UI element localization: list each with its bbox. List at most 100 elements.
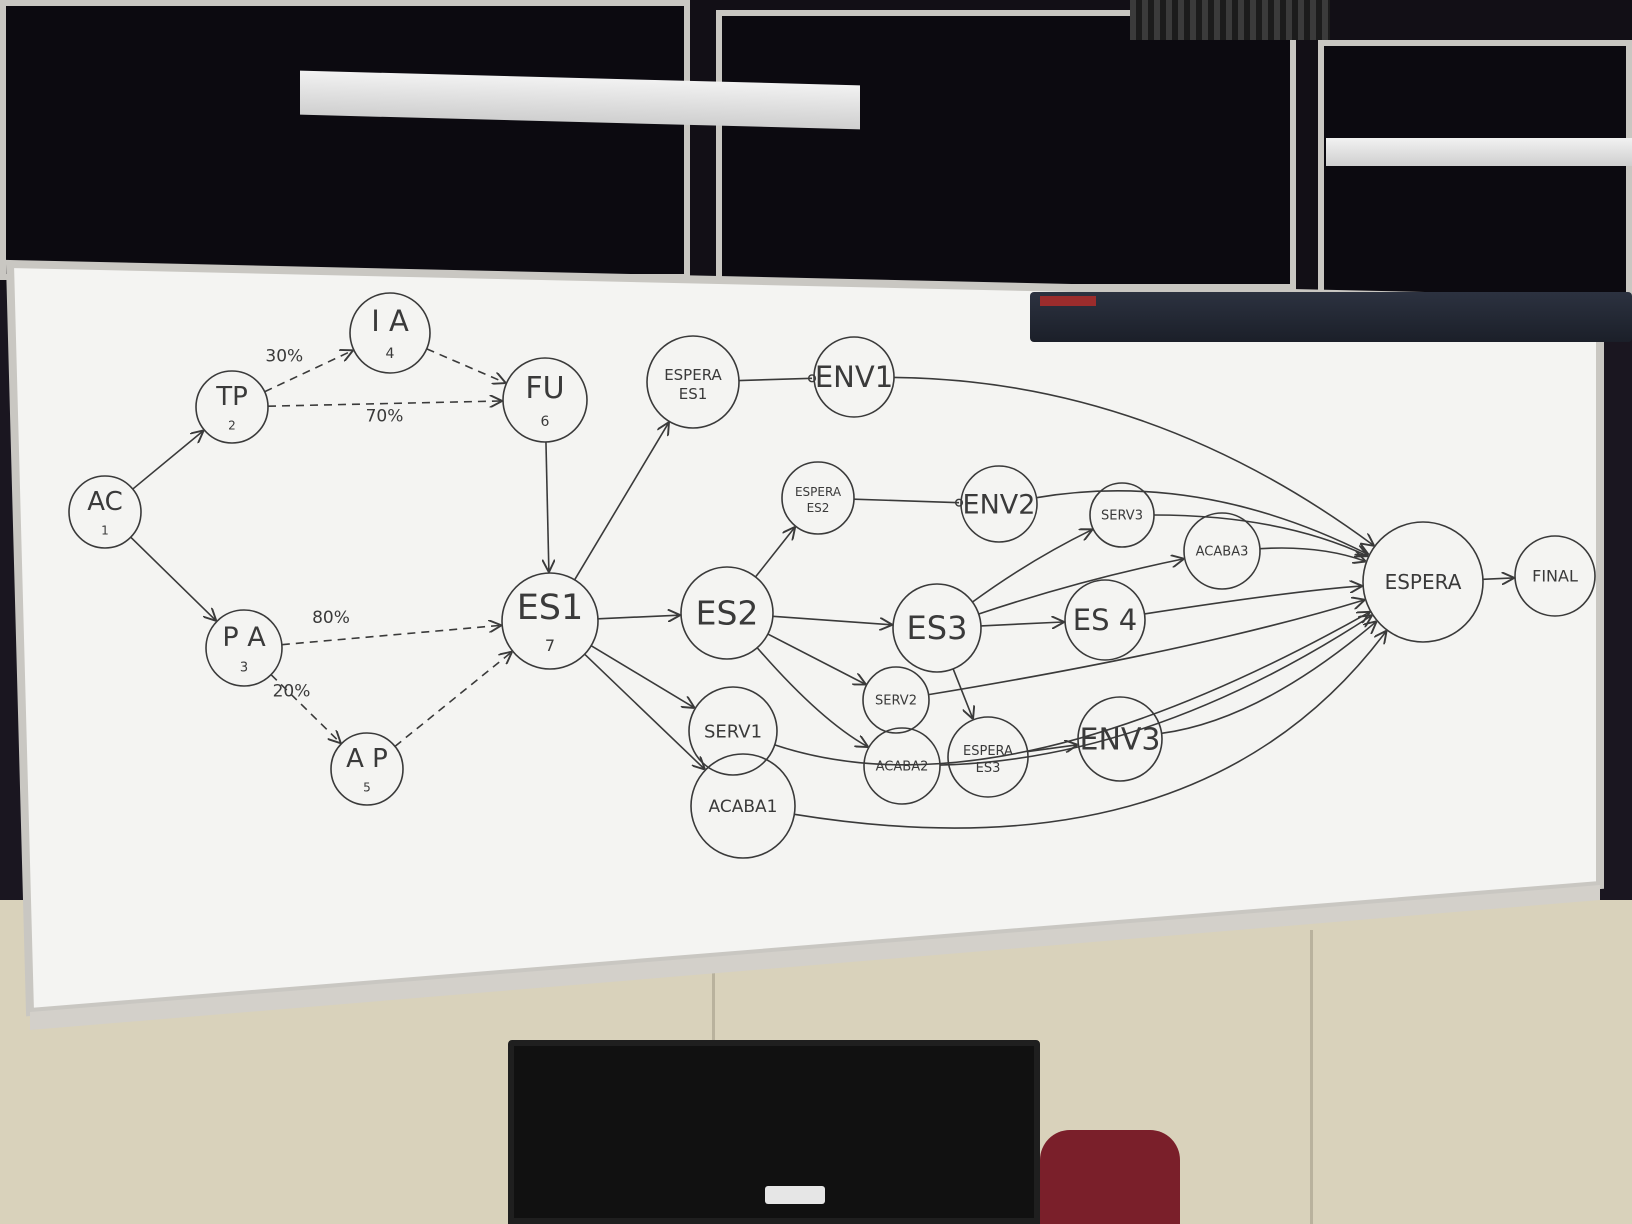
window-right: [1318, 40, 1632, 298]
node-label: ESPERA: [963, 744, 1013, 759]
edge-pa-ap: [270, 674, 340, 743]
node-circle: [1362, 521, 1484, 643]
node-circle: [862, 666, 930, 734]
node-env2: ENV2: [960, 465, 1038, 543]
node-circle: [1077, 696, 1163, 782]
node-label: ES 4: [1073, 603, 1137, 637]
edge-es3-serv3: [972, 530, 1092, 603]
edge-eesp1-env1: [738, 374, 817, 383]
node-label: ES2: [696, 594, 759, 633]
edge-acaba2-espera: [939, 616, 1371, 766]
node-label: AC: [87, 487, 122, 517]
node-label: ESPERA: [664, 366, 722, 384]
node-final: FINAL: [1514, 535, 1596, 617]
edge-env2-espera: [1036, 490, 1367, 554]
node-circle: [205, 609, 283, 687]
node-label: ES1: [517, 588, 584, 628]
whiteboard-tray: [30, 885, 1600, 1030]
edge-es4-espera: [1144, 586, 1362, 615]
edge-ac-tp: [132, 431, 203, 490]
node-label: SERV3: [1101, 509, 1143, 524]
node-circle: [502, 357, 588, 443]
node-circle: [349, 292, 431, 374]
node-eesp2: ESPERA ES2: [781, 461, 855, 535]
node-label-line2: ES2: [807, 501, 830, 515]
node-serv3: SERV3: [1089, 482, 1155, 548]
edge-ap-es1: [394, 652, 511, 747]
ceiling-light-right: [1326, 138, 1632, 166]
edge-label: 20%: [273, 682, 311, 702]
projector-screen-case: [1030, 292, 1632, 342]
edge-es2-serv2: [767, 633, 865, 684]
edge-ia-fu: [426, 348, 505, 383]
edges-layer: [130, 348, 1513, 829]
node-label: ESPERA: [795, 485, 842, 499]
edge-es1-eesp1: [573, 423, 669, 581]
node-acaba1: ACABA1: [690, 753, 796, 859]
edge-eesp2-env2: [853, 498, 964, 507]
node-env1: ENV1: [813, 336, 895, 418]
node-number: 2: [228, 418, 236, 432]
node-circle: [892, 583, 982, 673]
node-label: I A: [371, 304, 409, 338]
edge-serv1-espera: [774, 612, 1369, 766]
node-number: 5: [363, 780, 371, 794]
node-label: ACABA2: [876, 760, 929, 775]
node-tp: TP 2: [195, 370, 269, 444]
monitor-badge: [765, 1186, 825, 1204]
node-label-line2: ES1: [679, 385, 708, 403]
edge-label: 70%: [366, 407, 404, 427]
edge-espera-final: [1482, 578, 1513, 579]
edge-es2-eesp2: [754, 528, 795, 578]
node-acaba2: ACABA2: [863, 727, 941, 805]
edge-eesp3-env3: [1027, 745, 1077, 752]
node-circle: [688, 686, 778, 776]
node-label: ENV3: [1079, 723, 1160, 758]
node-label: FINAL: [1532, 567, 1578, 586]
ceiling-vent: [1130, 0, 1330, 40]
node-label: ACABA1: [709, 797, 778, 817]
edge-es3-es4: [980, 622, 1063, 626]
node-label-line2: ES3: [976, 761, 1001, 776]
edge-serv2-espera: [928, 600, 1364, 696]
node-label: SERV1: [704, 721, 762, 742]
node-es3: ES3: [892, 583, 982, 673]
node-label: ENV2: [963, 489, 1036, 520]
node-fu: FU6: [502, 357, 588, 443]
node-env3: ENV3: [1077, 696, 1163, 782]
node-espera: ESPERA: [1362, 521, 1484, 643]
projector-screen-label: [1040, 296, 1096, 306]
node-circle: [680, 566, 774, 660]
node-circle: [68, 475, 142, 549]
edge-es1-acaba1: [584, 653, 704, 768]
node-circle: [195, 370, 269, 444]
node-label: A P: [346, 744, 388, 774]
node-serv2: SERV2: [862, 666, 930, 734]
chair: [1040, 1130, 1180, 1224]
edge-es2-acaba2: [756, 647, 867, 747]
node-label: TP: [215, 382, 248, 412]
edge-es3-eesp3: [952, 668, 972, 718]
edge-env1-espera: [893, 376, 1373, 545]
node-label: ACABA3: [1196, 545, 1249, 560]
edge-tp-ia: [264, 351, 352, 393]
node-number: 3: [240, 661, 248, 676]
node-circle: [960, 465, 1038, 543]
node-circle: [1514, 535, 1596, 617]
node-circle: [813, 336, 895, 418]
node-circle: [947, 716, 1029, 798]
node-es2: ES2: [680, 566, 774, 660]
edge-label: 80%: [312, 608, 350, 628]
edge-ac-pa: [130, 536, 216, 620]
window-left: [0, 0, 690, 280]
node-ac: AC 1: [68, 475, 142, 549]
node-es4: ES 4: [1064, 579, 1146, 661]
node-circle: [690, 753, 796, 859]
node-number: 1: [101, 523, 109, 537]
node-serv1: SERV1: [688, 686, 778, 776]
node-number: 6: [541, 414, 550, 430]
